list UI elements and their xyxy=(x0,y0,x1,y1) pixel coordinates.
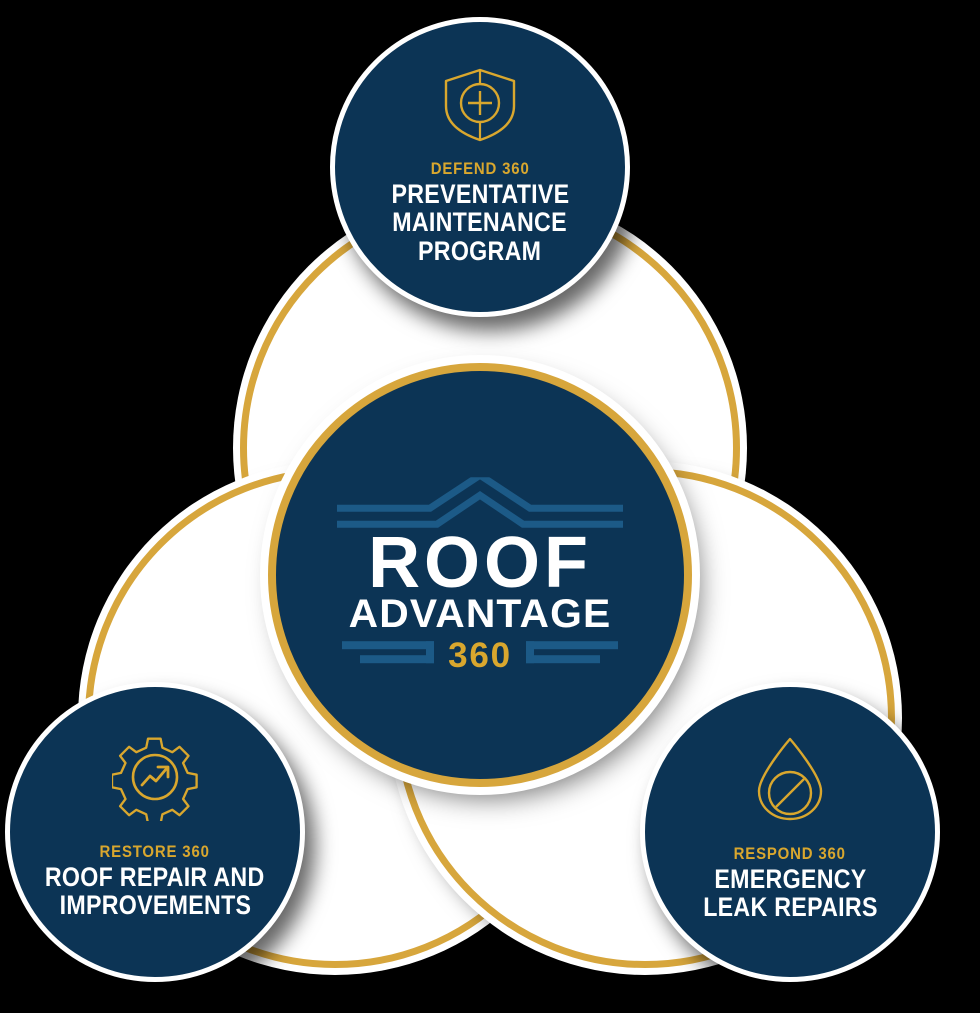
logo-word-360: 360 xyxy=(448,635,512,675)
node-title-line: EMERGENCY xyxy=(713,863,867,894)
gear-growth-icon xyxy=(112,737,198,821)
node-respond-360[interactable]: RESPOND 360 EMERGENCY LEAK REPAIRS xyxy=(640,682,940,982)
node-title-line: IMPROVEMENTS xyxy=(59,890,251,921)
node-title-line: ROOF REPAIR AND xyxy=(45,861,265,892)
roof-advantage-360-logo: ROOF ADVANTAGE 360 xyxy=(335,477,625,673)
banner-bar-left xyxy=(342,641,435,664)
node-title-line: MAINTENANCE xyxy=(392,207,568,238)
banner-bar-right xyxy=(525,641,618,664)
roof-chevron-icon xyxy=(337,477,623,528)
shield-check-icon xyxy=(444,68,516,142)
node-defend-360[interactable]: DEFEND 360 PREVENTATIVE MAINTENANCE PROG… xyxy=(330,17,630,317)
node-kicker: RESTORE 360 xyxy=(99,842,211,861)
node-title-line: PROGRAM xyxy=(418,236,542,267)
center-logo-circle[interactable]: ROOF ADVANTAGE 360 xyxy=(268,363,692,787)
logo-word-advantage: ADVANTAGE xyxy=(348,591,612,636)
water-drop-no-leak-icon xyxy=(757,737,823,821)
node-kicker: RESPOND 360 xyxy=(733,844,847,863)
node-title-line: LEAK REPAIRS xyxy=(702,892,878,923)
node-restore-360[interactable]: RESTORE 360 ROOF REPAIR AND IMPROVEMENTS xyxy=(5,682,305,982)
node-kicker: DEFEND 360 xyxy=(430,159,530,178)
logo-360-banner: 360 xyxy=(335,638,625,673)
logo-word-roof: ROOF xyxy=(368,523,592,604)
node-title-line: PREVENTATIVE xyxy=(391,178,569,209)
